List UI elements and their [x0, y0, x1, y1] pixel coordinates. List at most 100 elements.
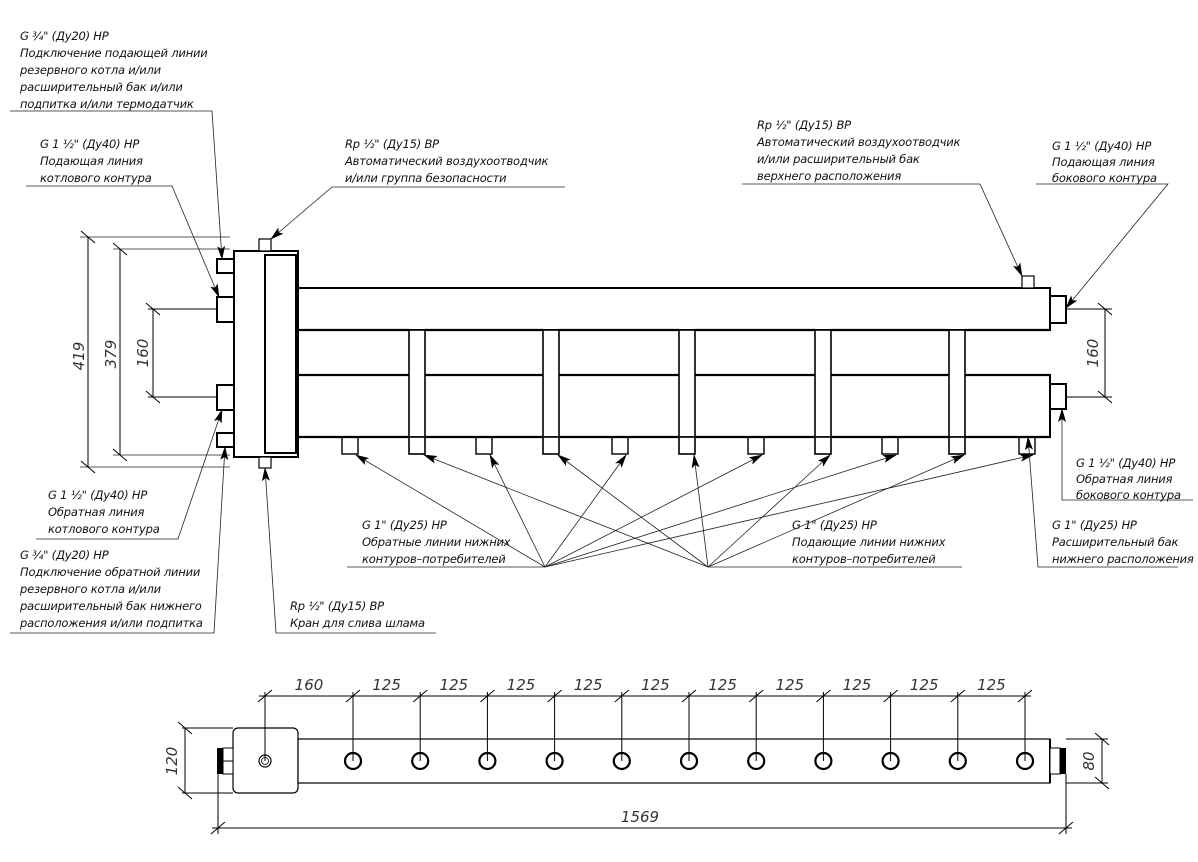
callout-line: расширительный бак и/или [19, 80, 183, 94]
right-supply-nozzle [1049, 295, 1067, 324]
return-stub [1018, 436, 1036, 455]
supply-leader [557, 454, 709, 568]
supply-risers [408, 329, 966, 455]
supply-riser-upper [542, 329, 560, 438]
supply-leader-lines [423, 454, 965, 568]
supply-riser-end [948, 436, 966, 455]
dim-left-pipe-spacing: 160 [134, 339, 152, 368]
dim-right-pipe-spacing: 160 [1084, 339, 1102, 368]
dimension-label: 125 [775, 676, 804, 694]
supply-riser-upper [948, 329, 966, 438]
return-stub [747, 436, 765, 455]
separator-inner-baffle [264, 254, 297, 454]
supply-riser-upper [408, 329, 426, 438]
callout-spec: Rp ½" (Ду15) ВР [290, 599, 384, 613]
supply-riser-end [814, 436, 832, 455]
callout-line: бокового контура [1052, 171, 1157, 185]
callout-line: Расширительный бак [1052, 535, 1178, 549]
supply-riser-upper [814, 329, 832, 438]
callout-side-return: G 1 ½" (Ду40) НР Обратная линия бокового… [1058, 408, 1193, 502]
dim-overall-height: 419 [70, 342, 88, 371]
return-leader [544, 454, 1034, 568]
return-stub [611, 436, 629, 455]
callout-line: Подключение подающей линии [20, 46, 208, 60]
callout-top-air-vent: Rp ½" (Ду15) ВР Автоматический воздухоот… [270, 137, 565, 240]
dim-total-length: 1569 [621, 808, 659, 826]
return-leader-lines [355, 454, 1034, 568]
callout-line: контуров–потребителей [362, 552, 506, 566]
callout-line: котлового контура [48, 522, 160, 536]
dimension-label: 125 [910, 676, 939, 694]
left-boiler-return-nozzle [216, 384, 235, 411]
callout-spec: G 1" (Ду25) НР [362, 518, 447, 532]
callout-line: Кран для слива шлама [290, 616, 425, 630]
callout-lower-expansion: G 1" (Ду25) НР Расширительный бак нижнег… [1025, 436, 1194, 568]
callout-boiler-return: G 1 ½" (Ду40) НР Обратная линия котловог… [36, 409, 223, 540]
plan-right-nozzle-cap [1060, 748, 1066, 774]
callout-spec: G 1" (Ду25) НР [792, 518, 877, 532]
return-leader [544, 454, 897, 568]
callout-right-air-vent: Rp ½" (Ду15) ВР Автоматический воздухоот… [742, 118, 1023, 277]
callout-spec: G ¾" (Ду20) НР [20, 29, 109, 43]
plan-header-pipe [297, 738, 1051, 784]
callout-line: расположения и/или подпитка [19, 616, 203, 630]
left-aux-return-nozzle [216, 432, 235, 448]
callout-spec: G 1 ½" (Ду40) НР [40, 137, 139, 151]
return-stub [881, 436, 899, 455]
callout-sludge-drain: Rp ½" (Ду15) ВР Кран для слива шлама [261, 467, 436, 634]
callout-line: Автоматический воздухоотводчик [756, 135, 961, 149]
dimension-label: 125 [977, 676, 1006, 694]
callout-line: подпитка и/или термодатчик [20, 97, 194, 111]
callout-line: Обратная линия [48, 505, 145, 519]
return-stub [475, 436, 493, 455]
callout-spec: G 1 ½" (Ду40) НР [1076, 456, 1175, 470]
callout-line: резервного котла и/или [19, 582, 162, 596]
callout-line: контуров–потребителей [792, 552, 936, 566]
callout-line: бокового контура [1076, 488, 1181, 502]
right-vent-nozzle [1021, 275, 1035, 289]
return-stub [341, 436, 359, 455]
plan-left-nozzle-cap [217, 748, 223, 774]
return-leader [489, 454, 546, 568]
dimension-label: 125 [507, 676, 536, 694]
return-leader [544, 454, 763, 568]
callout-top-left-aux-supply: G ¾" (Ду20) НР Подключение подающей лини… [10, 29, 226, 260]
callout-spec: Rp ½" (Ду15) ВР [757, 118, 851, 132]
callout-consumer-supplies: G 1" (Ду25) НР Подающие линии нижних кон… [423, 454, 965, 568]
callout-line: верхнего расположения [757, 169, 901, 183]
callout-line: Подключение обратной линии [20, 565, 201, 579]
callout-bottom-left-aux-return: G ¾" (Ду20) НР Подключение обратной лини… [10, 446, 229, 634]
dimension-label: 125 [439, 676, 468, 694]
callout-line: резервного котла и/или [19, 63, 162, 77]
callout-spec: G 1 ½" (Ду40) НР [48, 488, 147, 502]
dim-pipe-width: 80 [1080, 751, 1098, 770]
callout-consumer-returns: G 1" (Ду25) НР Обратные линии нижних кон… [347, 454, 1034, 568]
supply-leader [707, 454, 965, 568]
dimension-label: 125 [372, 676, 401, 694]
top-vent-nozzle [258, 238, 272, 252]
return-leader [544, 454, 627, 568]
callout-side-supply: G 1 ½" (Ду40) НР Подающая линия бокового… [1036, 139, 1169, 309]
front-view [216, 238, 1067, 469]
callout-line: Автоматический воздухоотводчик [344, 154, 549, 168]
callout-line: Обратная линия [1076, 472, 1173, 486]
callout-spec: Rp ½" (Ду15) ВР [345, 137, 439, 151]
left-boiler-supply-nozzle [216, 296, 235, 323]
dimension-label: 160 [295, 676, 324, 694]
callout-line: котлового контура [40, 171, 152, 185]
dimension-label: 125 [574, 676, 603, 694]
return-leader [355, 454, 546, 568]
dim-body-width: 120 [163, 747, 181, 776]
callout-line: Подающие линии нижних [792, 535, 946, 549]
dimension-label: 125 [708, 676, 737, 694]
dim-body-height: 379 [102, 340, 120, 369]
upper-header-pipe [297, 287, 1051, 331]
callout-line: Обратные линии нижних [362, 535, 511, 549]
supply-riser-end [678, 436, 696, 455]
supply-riser-upper [678, 329, 696, 438]
callout-line: Подающая линия [1052, 155, 1155, 169]
supply-riser-end [542, 436, 560, 455]
callout-line: и/или группа безопасности [345, 171, 507, 185]
